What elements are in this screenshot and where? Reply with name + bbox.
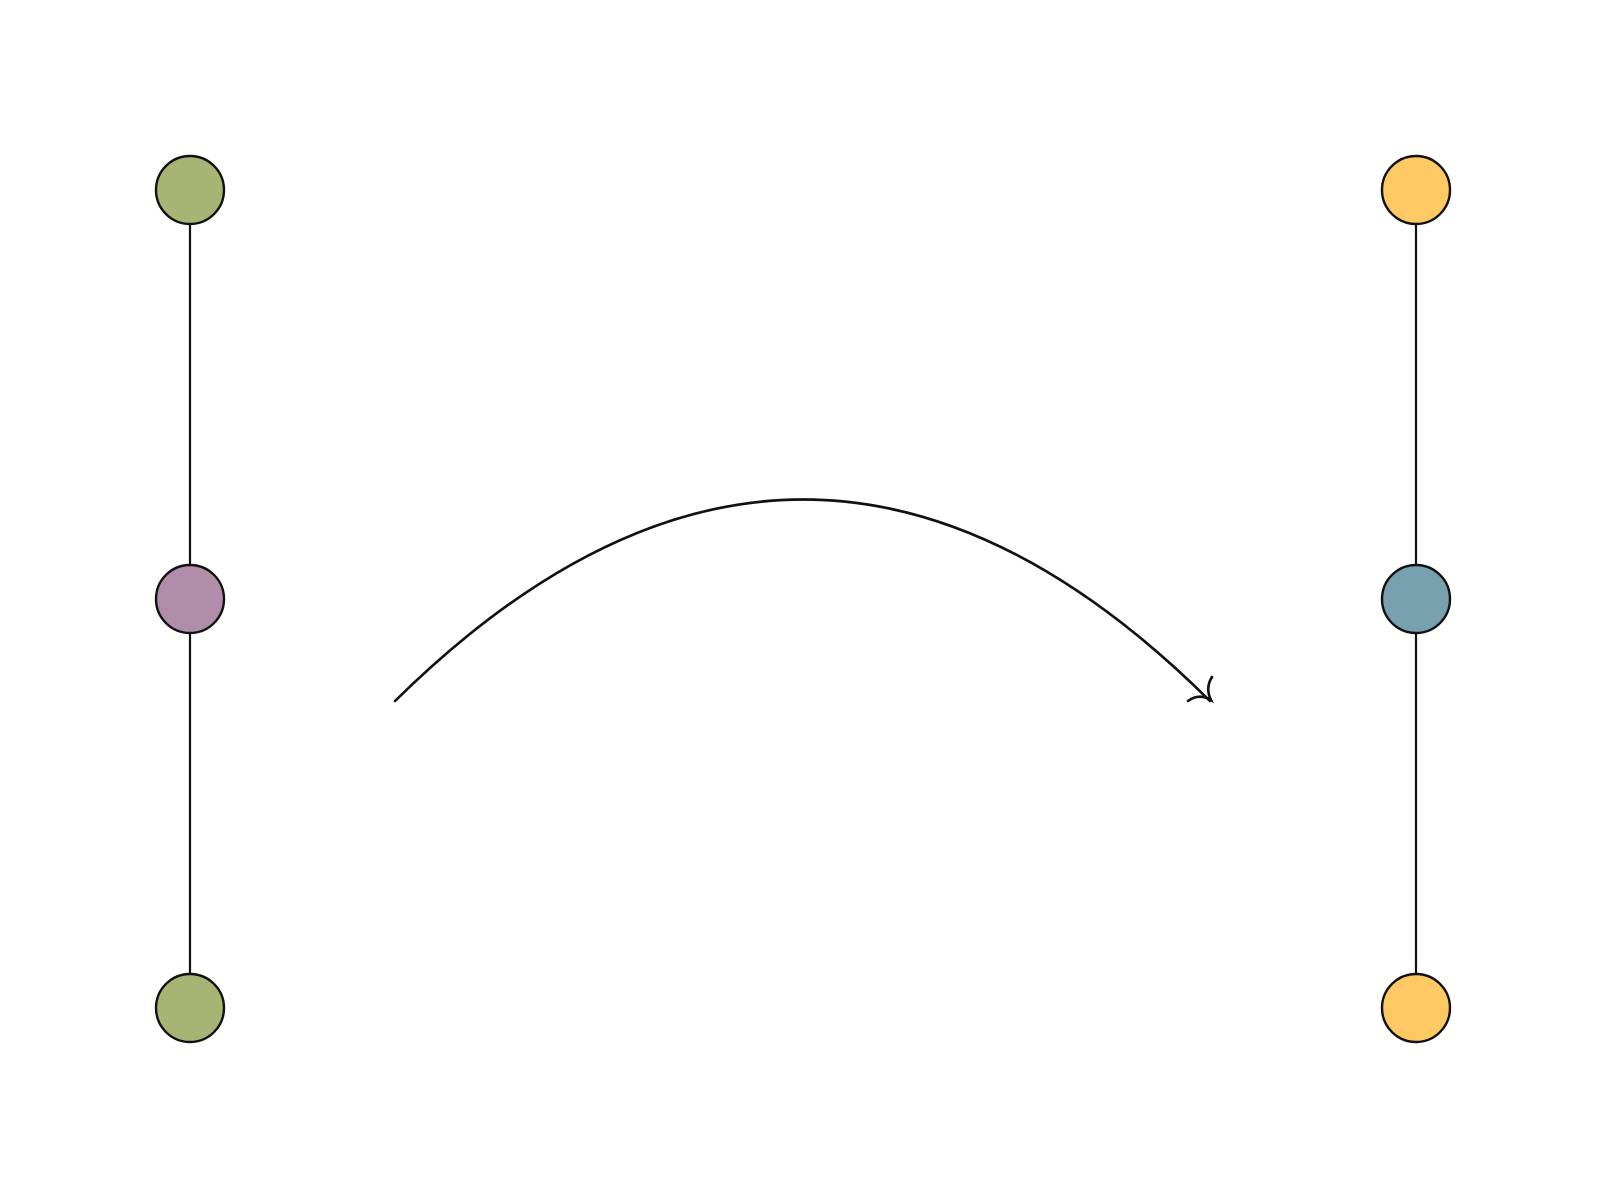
arrowhead — [1186, 675, 1215, 704]
mapping-arc — [393, 498, 1212, 703]
left-graph — [154, 154, 226, 1044]
curved-arrow-icon — [393, 498, 1215, 704]
right-node-bottom — [1380, 972, 1452, 1044]
left-node-bottom — [154, 972, 226, 1044]
left-node-middle — [154, 563, 226, 635]
right-node-top — [1380, 154, 1452, 226]
right-node-middle — [1380, 563, 1452, 635]
right-graph — [1380, 154, 1452, 1044]
left-node-top — [154, 154, 226, 226]
